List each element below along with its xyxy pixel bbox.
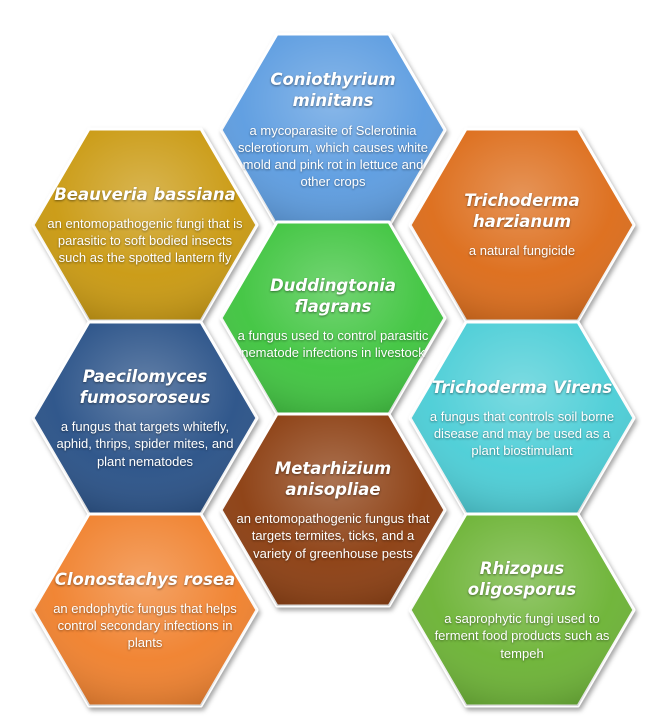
hex-clonostachys: Clonostachys rosea an endophytic fungus …	[47, 528, 243, 692]
hex-description: a saprophytic fungi used to ferment food…	[434, 611, 610, 661]
hex-title: Duddingtonia flagrans	[269, 275, 397, 316]
hex-description: an endophytic fungus that helps control …	[53, 600, 237, 651]
hex-beauveria: Beauveria bassiana an entomopathogenic f…	[47, 143, 243, 307]
hexagon-gloss	[33, 322, 257, 514]
hex-duddingtonia: Duddingtonia flagrans a fungus used to c…	[235, 236, 431, 400]
hex-description: a natural fungicide	[468, 243, 576, 259]
hex-title: Trichoderma harzianum	[464, 191, 580, 232]
hex-rhizopus: Rhizopus oligosporus a saprophytic fungi…	[424, 528, 620, 692]
hex-description: a fungus used to control parasitic nemat…	[237, 327, 429, 361]
hexagon-rhizopus	[408, 512, 636, 708]
hex-coniothyrium: Coniothyrium minitans a mycoparasite of …	[235, 48, 431, 212]
hex-description: a mycoparasite of Sclerotinia sclerotior…	[237, 122, 429, 190]
hex-trichoderma-virens: Trichoderma Virens a fungus that control…	[424, 336, 620, 500]
hex-paecilomyces: Paecilomyces fumosoroseus a fungus that …	[47, 336, 243, 500]
hex-title: Rhizopus oligosporus	[467, 558, 577, 600]
hex-description: an entomopathogenic fungus that targets …	[236, 511, 430, 561]
hex-title: Coniothyrium minitans	[270, 70, 396, 111]
hexagon-metarhizium	[219, 412, 447, 608]
hexagon-gloss	[410, 322, 634, 514]
hex-title: Beauveria bassiana	[54, 184, 236, 204]
hexagon-paecilomyces	[31, 320, 259, 516]
hex-description: a fungus that controls soil borne diseas…	[429, 408, 615, 459]
hex-title: Metarhizium anisopliae	[274, 458, 392, 500]
hexagon-beauveria	[31, 127, 259, 323]
hex-metarhizium: Metarhizium anisopliae an entomopathogen…	[235, 428, 431, 592]
hexagon-gloss	[221, 414, 445, 606]
hexagon-gloss	[33, 129, 257, 321]
hex-title: Clonostachys rosea	[54, 569, 236, 589]
hexagon-gloss	[33, 514, 257, 706]
hex-title: Trichoderma Virens	[431, 377, 613, 397]
hexagon-duddingtonia	[219, 220, 447, 416]
hexagon-gloss	[410, 129, 634, 321]
hexagon-trichoderma-virens	[408, 320, 636, 516]
hex-title: Paecilomyces fumosoroseus	[79, 366, 211, 408]
hex-description: an entomopathogenic fungi that is parasi…	[47, 215, 243, 266]
hex-trichoderma-harzianum: Trichoderma harzianum a natural fungicid…	[424, 143, 620, 307]
hexagon-gloss	[221, 34, 445, 226]
hexagon-gloss	[221, 222, 445, 414]
hexagon-coniothyrium	[219, 32, 447, 228]
hexagon-gloss	[410, 514, 634, 706]
hexagon-clonostachys	[31, 512, 259, 708]
hex-description: a fungus that targets whitefly, aphid, t…	[56, 419, 234, 469]
